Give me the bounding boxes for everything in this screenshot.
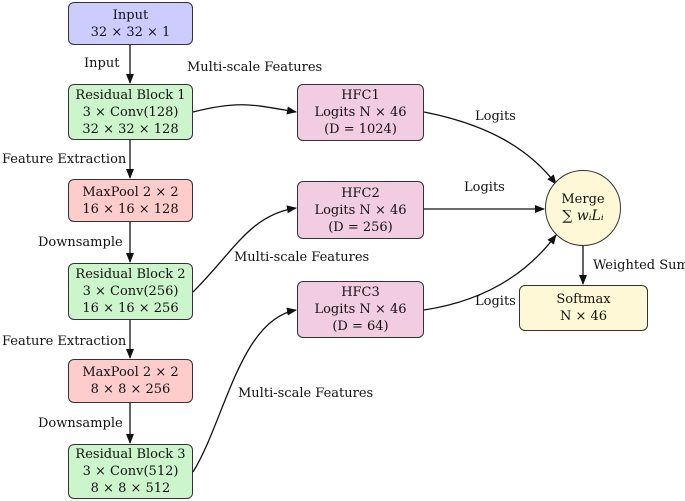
edge-res1-hfc1 <box>192 104 297 115</box>
residual-block-2: Residual Block 2 3 × Conv(256) 16 × 16 ×… <box>68 263 193 320</box>
label-res1-to-pool1: Feature Extraction <box>2 152 127 167</box>
edge-hfc1-merge <box>423 111 557 185</box>
maxpool-2-shape: 8 × 8 × 256 <box>90 382 171 397</box>
softmax-title: Softmax <box>556 292 611 307</box>
softmax-node: Softmax N × 46 <box>519 285 648 331</box>
input-node-shape: 32 × 32 × 1 <box>90 24 171 40</box>
label-pool2-to-res3: Downsample <box>38 416 123 431</box>
hfc2-title: HFC2 <box>341 185 380 201</box>
label-res2-to-pool2: Feature Extraction <box>2 334 127 349</box>
residual-block-1-shape: 32 × 32 × 128 <box>82 121 179 137</box>
hfc2-logits: Logits N × 46 <box>314 202 407 218</box>
residual-block-2-shape: 16 × 16 × 256 <box>82 301 179 316</box>
residual-block-1-title: Residual Block 1 <box>75 87 186 103</box>
label-hfc3-to-merge: Logits <box>475 294 516 309</box>
hfc1-dim: (D = 1024) <box>324 122 397 137</box>
merge-formula: ∑ wᵢLᵢ <box>562 208 604 224</box>
label-res3-to-hfc3: Multi-scale Features <box>238 386 374 401</box>
input-node: Input 32 × 32 × 1 <box>68 2 193 45</box>
hfc1-title: HFC1 <box>341 88 380 103</box>
edge-hfc3-merge <box>423 234 557 311</box>
hfc2-node: HFC2 Logits N × 46 (D = 256) <box>297 181 424 239</box>
residual-block-3-conv: 3 × Conv(512) <box>82 464 179 479</box>
residual-block-2-title: Residual Block 2 <box>75 267 186 282</box>
hfc3-dim: (D = 64) <box>332 319 389 334</box>
hfc3-node: HFC3 Logits N × 46 (D = 64) <box>297 281 424 338</box>
hfc1-node: HFC1 Logits N × 46 (D = 1024) <box>297 84 424 141</box>
hfc1-logits: Logits N × 46 <box>314 105 407 120</box>
input-node-title: Input <box>112 7 149 23</box>
merge-title: Merge <box>561 192 605 207</box>
label-merge-to-softmax: Weighted Sum <box>593 258 685 273</box>
maxpool-1-shape: 16 × 16 × 128 <box>82 201 179 217</box>
edge-res3-hfc3 <box>192 307 297 473</box>
residual-block-3: Residual Block 3 3 × Conv(512) 8 × 8 × 5… <box>68 444 193 499</box>
label-input-to-res1: Input <box>84 56 120 71</box>
residual-block-2-conv: 3 × Conv(256) <box>82 284 179 299</box>
residual-block-1: Residual Block 1 3 × Conv(128) 32 × 32 ×… <box>68 84 193 140</box>
label-hfc1-to-merge: Logits <box>475 109 516 124</box>
residual-block-1-conv: 3 × Conv(128) <box>82 104 179 120</box>
merge-node: Merge ∑ wᵢLᵢ <box>545 170 621 246</box>
hfc3-logits: Logits N × 46 <box>314 302 407 317</box>
hfc3-title: HFC3 <box>341 285 380 300</box>
hfc2-dim: (D = 256) <box>328 219 393 235</box>
maxpool-1-title: MaxPool 2 × 2 <box>82 184 179 200</box>
maxpool-2-title: MaxPool 2 × 2 <box>82 365 179 380</box>
maxpool-1: MaxPool 2 × 2 16 × 16 × 128 <box>68 179 193 222</box>
edge-res2-hfc2 <box>192 205 297 293</box>
label-pool1-to-res2: Downsample <box>38 235 123 250</box>
softmax-shape: N × 46 <box>559 309 608 324</box>
residual-block-3-title: Residual Block 3 <box>75 447 186 462</box>
residual-block-3-shape: 8 × 8 × 512 <box>90 481 171 496</box>
label-res1-to-hfc1: Multi-scale Features <box>187 60 323 75</box>
label-res2-to-hfc2: Multi-scale Features <box>234 250 370 265</box>
label-hfc2-to-merge: Logits <box>464 180 505 195</box>
maxpool-2: MaxPool 2 × 2 8 × 8 × 256 <box>68 359 193 403</box>
